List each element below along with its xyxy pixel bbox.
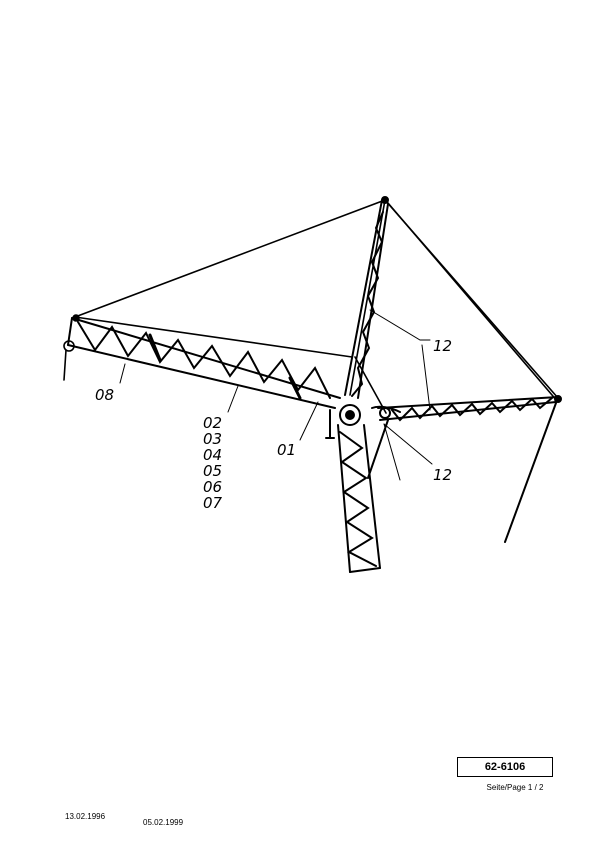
crane-icon [63, 196, 562, 573]
callout-04: 04 [203, 446, 222, 464]
date-created: 13.02.1996 [65, 812, 106, 821]
guy-ropes [74, 199, 559, 414]
boom-head [63, 314, 80, 381]
date-revised: 05.02.1999 [143, 818, 184, 827]
callout-12-top: 12 [433, 337, 452, 355]
pivot-center [325, 404, 401, 479]
luffing-jib [377, 395, 562, 422]
page-indicator: Seite/Page 1 / 2 [486, 783, 544, 792]
callout-05: 05 [203, 462, 222, 480]
callout-01: 01 [277, 441, 296, 459]
callout-12-bottom: 12 [433, 466, 452, 484]
leader-lines [119, 309, 433, 481]
mast-upper [344, 196, 389, 399]
document-number: 62-6106 [457, 757, 553, 777]
hook-rope [504, 402, 557, 543]
callout-06: 06 [203, 478, 222, 496]
main-boom [67, 317, 341, 409]
callout-02: 02 [203, 414, 222, 432]
lower-tower [337, 424, 381, 573]
callout-03: 03 [203, 430, 222, 448]
callout-07: 07 [203, 494, 223, 512]
callout-08: 08 [95, 386, 114, 404]
